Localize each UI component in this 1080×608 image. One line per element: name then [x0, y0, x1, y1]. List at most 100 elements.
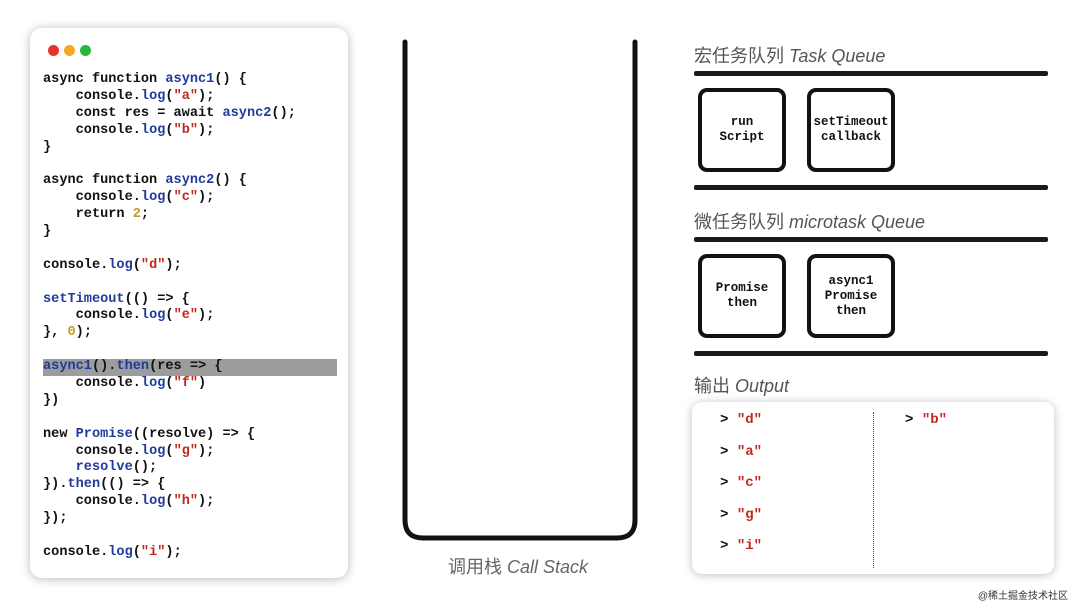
code-block: async function async1() { console.log("a… — [43, 72, 337, 562]
code-line: resolve(); — [43, 460, 337, 477]
code-token-kw: }, — [43, 325, 68, 341]
task-queue-bottom-rule — [694, 185, 1048, 190]
code-token-str: "a" — [173, 88, 199, 104]
task-queue-top-rule — [694, 71, 1048, 76]
code-token-kw: ( — [165, 376, 174, 392]
code-token-kw: ); — [165, 257, 182, 273]
code-token-str: "b" — [173, 122, 199, 138]
code-token-kw: ( — [165, 308, 174, 324]
task-queue-item-settimeout-callback: setTimeout callback — [807, 88, 895, 172]
output-line: > "g" — [720, 507, 762, 523]
output-value: "g" — [736, 506, 763, 523]
code-token-str: "d" — [140, 257, 166, 273]
watermark: @稀土掘金技术社区 — [977, 591, 1068, 602]
code-token-kw: }). — [43, 477, 68, 493]
code-token-fn: log — [140, 88, 166, 104]
output-value: "d" — [736, 412, 763, 428]
output-line: > "i" — [720, 538, 762, 554]
code-line: new Promise((resolve) => { — [43, 427, 337, 444]
window-controls — [48, 45, 91, 56]
code-token-kw: ); — [198, 494, 215, 510]
close-dot-icon[interactable] — [48, 45, 59, 56]
code-token-kw: ( — [165, 494, 174, 510]
code-token-kw: ((resolve) => { — [132, 426, 256, 442]
code-token-fn: setTimeout — [43, 291, 125, 307]
code-token-kw: (); — [271, 105, 296, 121]
code-token-kw: () { — [214, 72, 247, 87]
output-prompt: > — [720, 443, 737, 460]
output-title: 输出 Output — [694, 372, 789, 398]
microtask-queue-item-async1-promise-then: async1 Promise then — [807, 254, 895, 338]
code-token-str: "i" — [140, 544, 166, 560]
code-token-kw: console. — [43, 376, 141, 392]
code-line: }).then(() => { — [43, 477, 337, 494]
code-token-fn: async2 — [165, 173, 215, 189]
code-token-kw: }) — [43, 392, 60, 408]
code-token-fn: log — [140, 494, 166, 510]
output-value: "i" — [736, 538, 763, 554]
call-stack-label-cn: 调用栈 — [448, 557, 502, 577]
code-token-kw: ); — [198, 88, 215, 104]
code-token-kw: console. — [43, 88, 141, 104]
microtask-queue-top-rule — [694, 237, 1048, 242]
code-token-kw: }); — [43, 511, 68, 527]
code-token-kw: ( — [165, 190, 174, 206]
code-line: console.log("i"); — [43, 545, 337, 562]
code-token-kw: ); — [198, 443, 215, 459]
microtask-queue-title-cn: 微任务队列 — [694, 212, 784, 232]
code-token-fn: resolve — [43, 460, 133, 476]
code-token-num: 0 — [67, 325, 76, 341]
code-token-kw: return — [43, 207, 133, 223]
code-token-str: "c" — [173, 190, 199, 206]
code-token-kw: ( — [132, 544, 141, 560]
code-token-str: "h" — [173, 494, 199, 510]
code-token-fn: Promise — [75, 426, 133, 442]
code-token-fn: async1 — [165, 72, 215, 87]
code-line: async function async1() { — [43, 72, 337, 89]
output-column-divider — [873, 412, 874, 568]
code-token-kw: (res => { — [149, 359, 223, 375]
microtask-queue-bottom-rule — [694, 351, 1048, 356]
code-token-kw: (() => { — [124, 291, 190, 307]
minimize-dot-icon[interactable] — [64, 45, 75, 56]
output-prompt: > — [905, 412, 922, 428]
code-line: } — [43, 224, 337, 241]
code-line: }) — [43, 393, 337, 410]
code-token-kw: } — [43, 224, 52, 240]
code-line: console.log("h"); — [43, 494, 337, 511]
code-line: console.log("b"); — [43, 123, 337, 140]
task-queue-title: 宏任务队列 Task Queue — [694, 42, 885, 68]
code-token-fn: then — [116, 359, 150, 375]
code-token-kw: async function — [43, 72, 166, 87]
code-line: console.log("f") — [43, 376, 337, 393]
maximize-dot-icon[interactable] — [80, 45, 91, 56]
task-queue-title-en: Task Queue — [789, 46, 886, 66]
output-panel: > "d"> "a"> "c"> "g"> "i"> "b" — [692, 402, 1054, 574]
code-token-str: "e" — [173, 308, 199, 324]
output-line: > "a" — [720, 444, 762, 460]
call-stack-outline — [402, 39, 638, 541]
output-prompt: > — [720, 412, 737, 428]
output-line: > "d" — [720, 412, 762, 428]
code-token-kw: console. — [43, 257, 109, 273]
code-token-str: "f" — [173, 376, 199, 392]
code-token-kw: } — [43, 139, 52, 155]
code-token-num: 2 — [132, 207, 141, 223]
call-stack-label-en: Call Stack — [507, 557, 589, 577]
code-line: setTimeout(() => { — [43, 292, 337, 309]
code-token-kw: ); — [198, 308, 215, 324]
code-line: console.log("g"); — [43, 444, 337, 461]
code-token-kw: console. — [43, 443, 141, 459]
output-value: "b" — [921, 412, 948, 428]
code-line: async function async2() { — [43, 173, 337, 190]
output-prompt: > — [720, 475, 737, 491]
code-line: console.log("a"); — [43, 89, 337, 106]
output-line: > "c" — [720, 475, 762, 491]
code-token-kw: ( — [132, 257, 141, 273]
code-token-kw: async function — [43, 173, 166, 189]
code-token-kw: (). — [91, 359, 117, 375]
code-line: return 2; — [43, 207, 337, 224]
code-line: }); — [43, 511, 337, 528]
code-token-kw: ); — [75, 325, 92, 341]
